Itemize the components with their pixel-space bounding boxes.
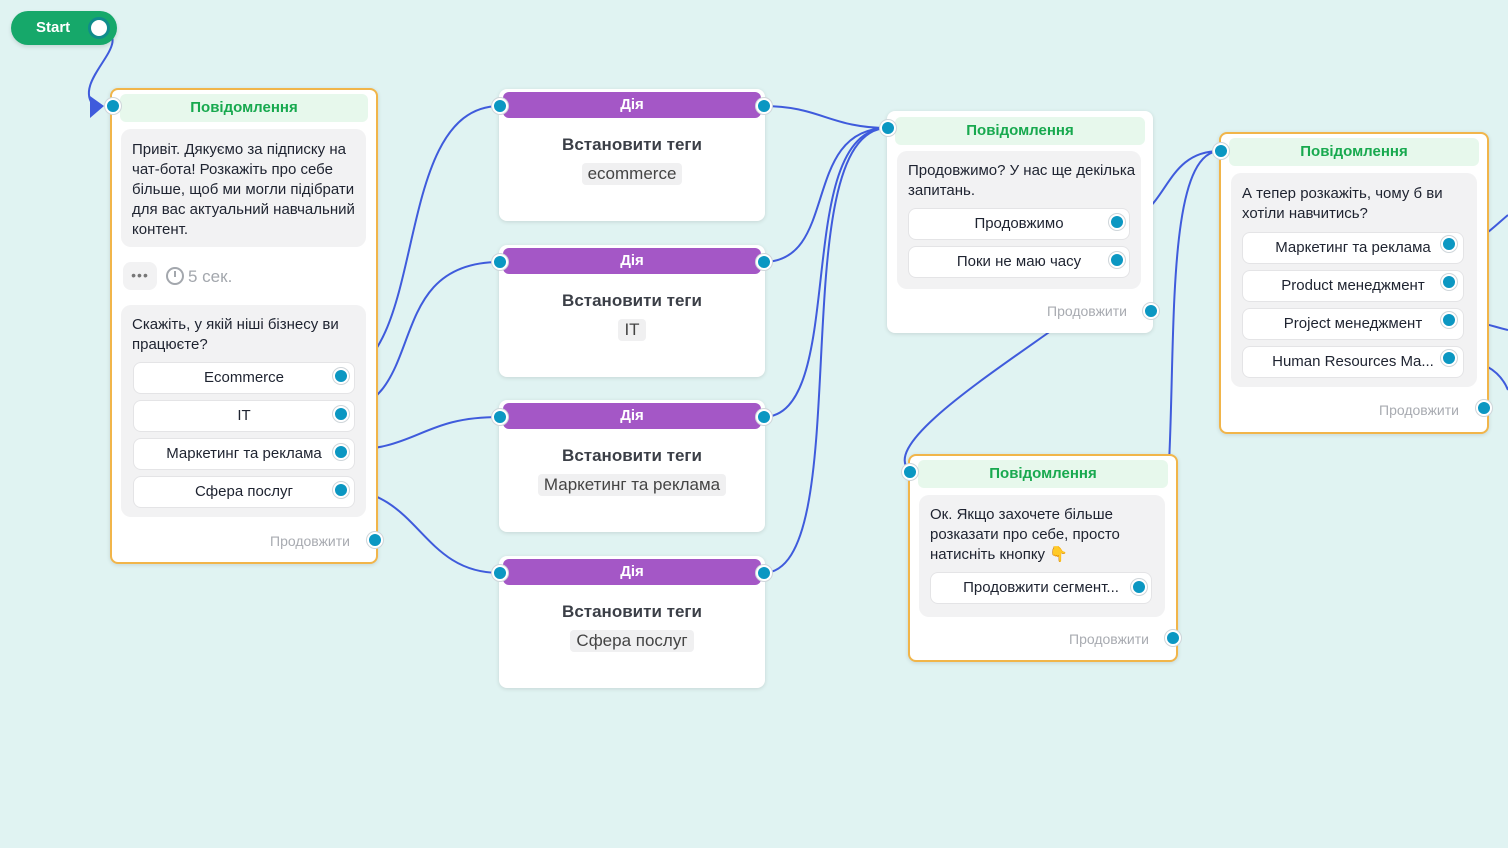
port-hr[interactable] <box>1441 350 1457 366</box>
button-label: IT <box>237 407 251 424</box>
action-header: Дія <box>503 403 761 429</box>
wire-action1-to-msg2 <box>762 105 889 129</box>
message-text: Продовжимо? У нас ще декілька запитань. <box>908 162 1136 199</box>
message-node-2[interactable]: Повідомлення Продовжимо? У нас ще декіль… <box>887 111 1153 333</box>
quick-reply-project[interactable]: Project менеджмент <box>1242 308 1464 340</box>
arrow-into-msg1 <box>90 96 104 118</box>
action-header: Дія <box>503 559 761 585</box>
msg1-input-port[interactable] <box>105 98 121 114</box>
action-node-4[interactable]: Дія Встановити теги Сфера послуг <box>499 556 765 688</box>
button-label: Сфера послуг <box>194 483 294 500</box>
wire-action3-to-msg2 <box>762 127 889 418</box>
action4-input-port[interactable] <box>492 565 508 581</box>
start-output-port[interactable] <box>88 17 110 39</box>
question-bubble: Скажіть, у якій ніші бізнесу ви працюєте… <box>121 305 366 517</box>
quick-reply-it[interactable]: IT <box>133 400 355 432</box>
quick-reply-marketing[interactable]: Маркетинг та реклама <box>1242 232 1464 264</box>
port-ecommerce[interactable] <box>333 368 349 384</box>
button-label: Поки не маю часу <box>956 253 1082 270</box>
action-node-3[interactable]: Дія Встановити теги Маркетинг та реклама <box>499 400 765 532</box>
action2-output-port[interactable] <box>756 254 772 270</box>
quick-reply-continue[interactable]: Продовжимо <box>908 208 1130 240</box>
button-label: Project менеджмент <box>1283 315 1423 332</box>
msg4-continue-port[interactable] <box>1476 400 1492 416</box>
action2-input-port[interactable] <box>492 254 508 270</box>
button-label: Маркетинг та реклама <box>166 445 322 462</box>
action-node-1[interactable]: Дія Встановити теги ecommerce <box>499 89 765 221</box>
port-continue-segment[interactable] <box>1131 579 1147 595</box>
message-node-1[interactable]: Повідомлення Привіт. Дякуємо за підписку… <box>110 88 378 564</box>
message-text: Привіт. Дякуємо за підписку на чат-бота!… <box>132 141 355 238</box>
action-header: Дія <box>503 248 761 274</box>
button-label: Продовжити сегмент... <box>963 579 1119 596</box>
button-label: Human Resources Ma... <box>1272 353 1434 370</box>
action1-input-port[interactable] <box>492 98 508 114</box>
wire-action2-to-msg2 <box>762 127 889 263</box>
port-later[interactable] <box>1109 252 1125 268</box>
message-bubble: Ок. Якщо захочете більше розказати про с… <box>919 495 1165 617</box>
tag-chip: Маркетинг та реклама <box>537 474 727 496</box>
port-continue[interactable] <box>1109 214 1125 230</box>
wire-action4-to-msg2 <box>762 127 889 574</box>
quick-reply-continue-segment[interactable]: Продовжити сегмент... <box>930 572 1152 604</box>
message-header: Повідомлення <box>1229 138 1479 166</box>
button-label: Product менеджмент <box>1281 277 1425 294</box>
action1-output-port[interactable] <box>756 98 772 114</box>
action-title: Встановити теги <box>562 602 702 621</box>
message-bubble: А тепер розкажіть, чому б ви хотіли навч… <box>1231 173 1477 387</box>
quick-reply-hr[interactable]: Human Resources Ma... <box>1242 346 1464 378</box>
port-it[interactable] <box>333 406 349 422</box>
message-text: А тепер розкажіть, чому б ви хотіли навч… <box>1242 185 1443 222</box>
action3-input-port[interactable] <box>492 409 508 425</box>
continue-label: Продовжити <box>270 533 350 549</box>
message-text: Ок. Якщо захочете більше розказати про с… <box>930 506 1120 563</box>
delay-label: 5 сек. <box>188 267 233 286</box>
continue-label: Продовжити <box>1047 303 1127 319</box>
tag-chip: Сфера послуг <box>570 630 694 652</box>
message-header: Повідомлення <box>120 94 368 122</box>
start-node[interactable]: Start <box>11 11 117 45</box>
start-label: Start <box>36 19 71 36</box>
quick-reply-ecommerce[interactable]: Ecommerce <box>133 362 355 394</box>
quick-reply-later[interactable]: Поки не маю часу <box>908 246 1130 278</box>
action3-output-port[interactable] <box>756 409 772 425</box>
action-title: Встановити теги <box>562 446 702 465</box>
port-product[interactable] <box>1441 274 1457 290</box>
action-header: Дія <box>503 92 761 118</box>
message-bubble: Продовжимо? У нас ще декілька запитань. … <box>897 151 1141 289</box>
action-node-2[interactable]: Дія Встановити теги IT <box>499 245 765 377</box>
msg4-input-port[interactable] <box>1213 143 1229 159</box>
quick-reply-marketing[interactable]: Маркетинг та реклама <box>133 438 355 470</box>
question-text: Скажіть, у якій ніші бізнесу ви працюєте… <box>132 316 339 353</box>
message-node-3[interactable]: Повідомлення Ок. Якщо захочете більше ро… <box>908 454 1178 662</box>
msg2-input-port[interactable] <box>880 120 896 136</box>
msg3-input-port[interactable] <box>902 464 918 480</box>
button-label: Продовжимо <box>974 215 1064 232</box>
port-services[interactable] <box>333 482 349 498</box>
message-bubble: Привіт. Дякуємо за підписку на чат-бота!… <box>121 129 366 247</box>
quick-reply-services[interactable]: Сфера послуг <box>133 476 355 508</box>
button-label: Маркетинг та реклама <box>1275 239 1431 256</box>
continue-label: Продовжити <box>1379 402 1459 418</box>
msg2-continue-port[interactable] <box>1143 303 1159 319</box>
tag-chip: IT <box>618 319 646 341</box>
port-marketing-2[interactable] <box>1441 236 1457 252</box>
timer-icon <box>166 267 184 285</box>
msg3-continue-port[interactable] <box>1165 630 1181 646</box>
action-title: Встановити теги <box>562 135 702 154</box>
message-header: Повідомлення <box>918 460 1168 488</box>
port-project[interactable] <box>1441 312 1457 328</box>
continue-label: Продовжити <box>1069 631 1149 647</box>
port-marketing[interactable] <box>333 444 349 460</box>
action4-output-port[interactable] <box>756 565 772 581</box>
more-options-button[interactable]: ••• <box>123 262 157 290</box>
tag-chip: ecommerce <box>581 163 683 185</box>
action-title: Встановити теги <box>562 291 702 310</box>
msg1-continue-port[interactable] <box>367 532 383 548</box>
message-header: Повідомлення <box>895 117 1145 145</box>
button-label: Ecommerce <box>203 369 285 386</box>
quick-reply-product[interactable]: Product менеджмент <box>1242 270 1464 302</box>
message-node-4[interactable]: Повідомлення А тепер розкажіть, чому б в… <box>1219 132 1489 434</box>
